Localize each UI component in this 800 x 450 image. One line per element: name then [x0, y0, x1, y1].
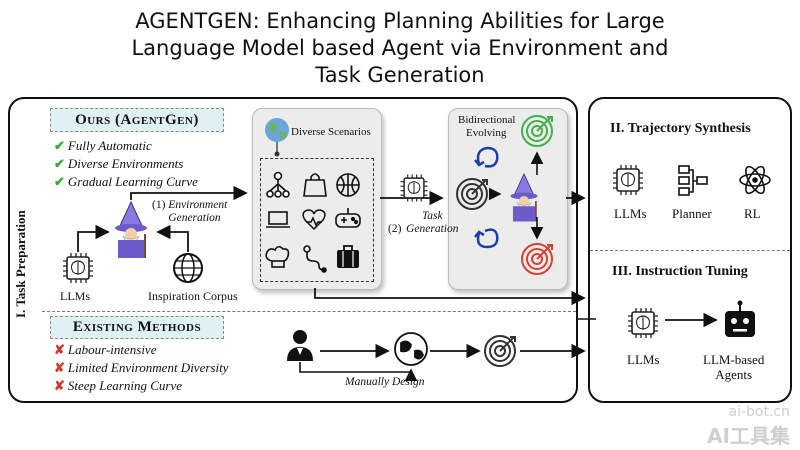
- check-icon: ✔: [54, 138, 65, 153]
- chip-icon-trajectory: [612, 164, 644, 196]
- ours-feature-text: Gradual Learning Curve: [67, 174, 198, 189]
- ours-existing-divider: [42, 311, 576, 312]
- suitcase-icon: [337, 245, 359, 268]
- wizard-icon-left: [114, 201, 148, 259]
- chip-icon-instruction: [627, 307, 659, 339]
- inspiration-corpus-label: Inspiration Corpus: [148, 289, 238, 303]
- env-gen-prefix: (1): [152, 199, 166, 211]
- title-line-3: Task Generation: [315, 63, 485, 87]
- scenarios-dashed-box: [260, 158, 374, 282]
- person-icon: [287, 330, 313, 361]
- wizard-icon-right: [509, 173, 539, 223]
- target-icon-green: [521, 115, 553, 147]
- task-gen-prefix: (2): [388, 223, 402, 235]
- page-title: AGENTGEN: Enhancing Planning Abilities f…: [0, 8, 800, 89]
- target-icon-existing: [484, 335, 516, 367]
- ours-feature-item: ✔Fully Automatic: [54, 137, 198, 155]
- cross-icon: ✘: [54, 342, 65, 357]
- hierarchy-icon: [266, 171, 290, 198]
- heart-icon: [302, 209, 326, 231]
- watermark: ai-bot.cn AI工具集: [640, 404, 790, 449]
- globe-icon: [173, 253, 203, 283]
- ours-feature-text: Diverse Environments: [67, 156, 184, 171]
- check-icon: ✔: [54, 174, 65, 189]
- instruction-llms-label: LLMs: [627, 352, 660, 367]
- arrow-ours-to-right: [314, 288, 586, 306]
- arrow-globe-to-wizard: [156, 224, 189, 252]
- agents-label-line1: LLM-based: [703, 352, 765, 367]
- cross-icon: ✘: [54, 360, 65, 375]
- robot-icon: [725, 300, 755, 337]
- earth-icon-existing: [394, 332, 428, 366]
- ours-features: ✔Fully Automatic ✔Diverse Environments ✔…: [54, 137, 198, 191]
- existing-feature-text: Labour-intensive: [67, 342, 157, 357]
- atom-icon: [739, 165, 771, 195]
- arrow-wizard-to-scenarios: [130, 185, 248, 201]
- chip-icon-left: [62, 252, 94, 284]
- earth-icon: [265, 118, 289, 157]
- existing-feature-item: ✘Limited Environment Diversity: [54, 359, 228, 377]
- ours-header: Ours (AgentGen): [50, 108, 224, 132]
- existing-feature-item: ✘Labour-intensive: [54, 341, 228, 359]
- arrow-llms-to-wizard: [77, 224, 110, 252]
- task-gen-text: Task Generation: [406, 210, 459, 235]
- trajectory-item-llms: LLMs: [614, 206, 647, 221]
- title-line-1: AGENTGEN: Enhancing Planning Abilities f…: [135, 9, 665, 33]
- diverse-scenarios-label: Diverse Scenarios: [291, 126, 371, 138]
- ours-feature-item: ✔Diverse Environments: [54, 155, 198, 173]
- target-icon-center: [456, 178, 488, 210]
- llms-label-left: LLMs: [60, 289, 90, 303]
- planner-icon: [678, 165, 708, 196]
- check-icon: ✔: [54, 156, 65, 171]
- route-icon: [303, 245, 327, 273]
- task-gen-label: (2) Task Generation: [388, 210, 458, 236]
- existing-feature-item: ✘Steep Learning Curve: [54, 377, 228, 395]
- chef-hat-icon: [265, 245, 290, 268]
- instruction-title: III. Instruction Tuning: [612, 264, 748, 279]
- title-line-2: Language Model based Agent via Environme…: [131, 36, 669, 60]
- ours-feature-text: Fully Automatic: [67, 138, 152, 153]
- agents-label-line2: Agents: [715, 367, 753, 382]
- task-preparation-frame: [8, 97, 578, 403]
- diverse-scenarios-panel: [252, 108, 382, 290]
- cross-icon: ✘: [54, 378, 65, 393]
- cycle-icon-top: [474, 146, 499, 168]
- existing-feature-text: Limited Environment Diversity: [67, 360, 229, 375]
- right-divider: [590, 250, 790, 251]
- trajectory-item-rl: RL: [744, 206, 761, 221]
- basketball-icon: [336, 173, 360, 197]
- gamepad-icon: [335, 208, 361, 228]
- bidirectional-label: Bidirectional Evolving: [458, 114, 515, 140]
- watermark-line2: AI工具集: [707, 424, 790, 448]
- env-gen-text: Environment Generation: [168, 199, 228, 224]
- laptop-icon: [266, 211, 290, 228]
- trajectory-item-planner: Planner: [672, 206, 712, 221]
- chip-icon-task-gen: [399, 173, 429, 203]
- env-gen-label: (1) Environment Generation: [152, 199, 244, 225]
- watermark-line1: ai-bot.cn: [728, 404, 790, 420]
- manual-design-bracket: [299, 362, 418, 382]
- bidirectional-label-line1: Bidirectional: [458, 114, 516, 126]
- cycle-icon-bottom: [474, 228, 499, 249]
- right-frame: [588, 97, 792, 403]
- llm-based-agents-label: LLM-based Agents: [703, 352, 764, 382]
- existing-features: ✘Labour-intensive ✘Limited Environment D…: [54, 341, 228, 395]
- bidirectional-panel: [448, 108, 568, 290]
- target-icon-red: [521, 243, 553, 275]
- existing-header: Existing Methods: [50, 316, 224, 339]
- existing-feature-text: Steep Learning Curve: [67, 378, 182, 393]
- shopping-bag-icon: [303, 173, 327, 197]
- trajectory-title: II. Trajectory Synthesis: [610, 121, 751, 136]
- bidirectional-label-line2: Evolving: [466, 127, 507, 139]
- ours-feature-item: ✔Gradual Learning Curve: [54, 173, 198, 191]
